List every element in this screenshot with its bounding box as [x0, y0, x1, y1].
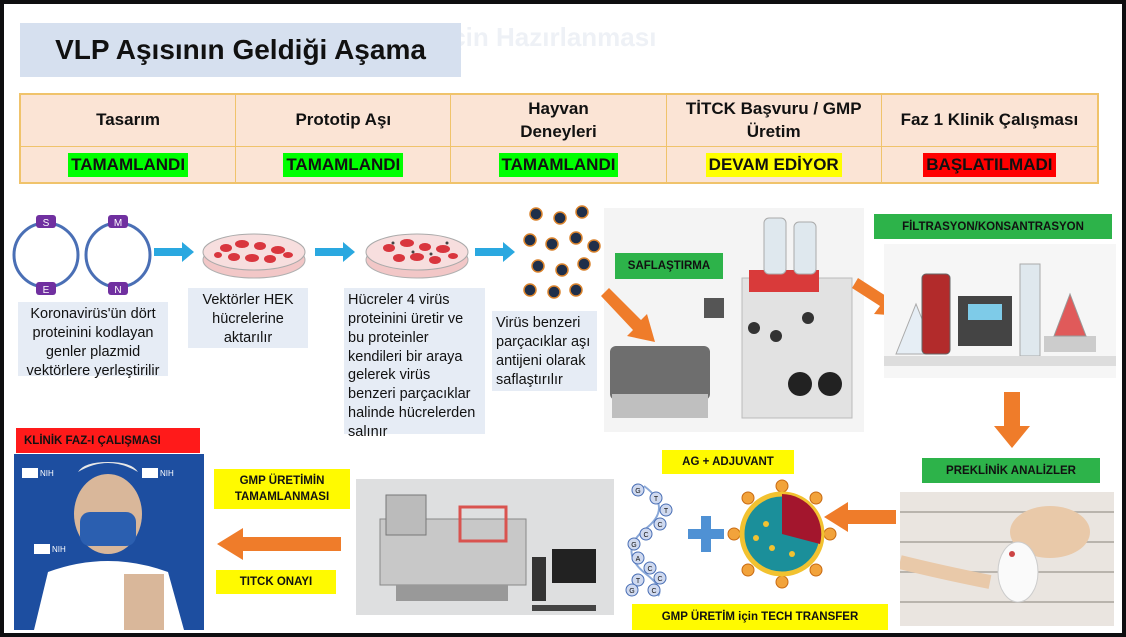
gene-m-label: M: [114, 218, 122, 229]
dna-base-label: T: [654, 496, 659, 503]
gene-s-label: S: [43, 218, 50, 229]
gene-m-box: [108, 215, 128, 228]
stage-header-animal: Hayvan Deneyleri: [451, 95, 667, 147]
arrow-left-icon: [217, 528, 341, 560]
gmp-complete-label: GMP ÜRETİMİN TAMAMLANMASI: [214, 469, 350, 509]
release-step-text: Hücreler 4 virüs proteinini üretir ve bu…: [344, 288, 485, 440]
status-badge: TAMAMLANDI: [498, 152, 619, 177]
nih-logo-text: NIH: [52, 545, 66, 554]
dna-strand-icon: G T T C C G A C C T G C: [625, 483, 673, 597]
saflastirma-label: SAFLAŞTIRMA: [615, 253, 723, 279]
status-badge: TAMAMLANDI: [283, 152, 404, 177]
nih-logo-text: NIH: [160, 469, 174, 478]
preclinical-mouse-image: [900, 492, 1114, 626]
plasmid-ring-2: [84, 221, 152, 289]
filtration-system-image: [884, 244, 1116, 378]
titck-label: TITCK ONAYI: [216, 570, 336, 594]
klinik-label: KLİNİK FAZ-I ÇALIŞMASI: [16, 428, 200, 453]
vaccination-photo-icon: NIH NIH NIH: [22, 462, 184, 630]
plus-icon: [688, 516, 724, 552]
stage-status-cell: TAMAMLANDI: [236, 147, 452, 182]
stage-status-cell: TAMAMLANDI: [21, 147, 237, 182]
dna-base-label: G: [635, 488, 640, 495]
stage-header-animal-label: Hayvan Deneyleri: [520, 98, 597, 141]
plasmid-step-text: Koronavirüs'ün dört proteinini kodlayan …: [18, 302, 168, 379]
dna-base-label: T: [636, 578, 641, 585]
arrow-left-icon: [824, 502, 896, 532]
petri-dish-hek-icon: [202, 233, 306, 279]
status-badge: TAMAMLANDI: [68, 152, 189, 177]
stage-status-cell: TAMAMLANDI: [451, 147, 667, 182]
adjuvant-particle-icon: [727, 479, 837, 589]
arrow-down-icon: [994, 392, 1030, 448]
stage-header-prototype: Prototip Aşı: [236, 95, 452, 147]
dna-base-label: A: [636, 556, 641, 563]
lab-mouse-icon: [900, 506, 1114, 603]
plasmid-ring-1: [12, 221, 80, 289]
stage-status-cell: BAŞLATILMADI: [881, 147, 1097, 182]
vlp-particles-icon: [523, 205, 601, 299]
dna-base-label: C: [657, 576, 662, 583]
stage-status-table: Tasarım Prototip Aşı Hayvan Deneyleri Tİ…: [19, 93, 1099, 184]
dna-base-label: T: [664, 508, 669, 515]
arrow-right-icon: [315, 242, 355, 262]
gene-s-box: [36, 215, 56, 228]
dna-base-label: C: [643, 532, 648, 539]
slide: için Hazırlanması VLP Aşısının Geldiği A…: [4, 4, 1122, 633]
slide-title-box: VLP Aşısının Geldiği Aşama: [20, 23, 461, 77]
dna-base-label: C: [657, 522, 662, 529]
gene-n-label: N: [114, 285, 121, 296]
dna-base-label: G: [631, 542, 636, 549]
gene-e-label: E: [43, 285, 50, 296]
petri-dish-vlp-icon: [365, 233, 469, 279]
ag-adjuvant-label: AG + ADJUVANT: [662, 450, 794, 474]
stage-header-titck: TİTCK Başvuru / GMP Üretim: [666, 95, 882, 147]
arrow-right-icon: [154, 242, 194, 262]
plasmid-diagram: S E M N: [12, 215, 152, 296]
filtration-equipment-icon: [884, 263, 1116, 366]
stage-header-titck-label: TİTCK Başvuru / GMP Üretim: [685, 98, 862, 141]
gene-n-box: [108, 282, 128, 295]
nih-logo-text: NIH: [40, 469, 54, 478]
tech-transfer-label: GMP ÜRETİM için TECH TRANSFER: [632, 604, 888, 630]
slide-title: VLP Aşısının Geldiği Aşama: [55, 34, 426, 65]
background-title-ghost: için Hazırlanması: [444, 22, 657, 52]
status-badge: DEVAM EDİYOR: [705, 152, 842, 177]
stage-header-phase1: Faz 1 Klinik Çalışması: [881, 95, 1097, 147]
filtrasyon-label: FİLTRASYON/KONSANTRASYON: [874, 214, 1112, 239]
gmp-production-image: [356, 479, 614, 615]
fill-finish-machine-icon: [379, 494, 596, 611]
stage-status-cell: DEVAM EDİYOR: [666, 147, 882, 182]
purify-step-text: Virüs benzeri parçacıklar aşı antijeni o…: [492, 311, 597, 391]
clinical-trial-image: NIH NIH NIH: [14, 454, 204, 630]
dna-base-label: C: [647, 566, 652, 573]
hek-step-text: Vektörler HEK hücrelerine aktarılır: [188, 288, 308, 348]
chromatography-system-icon: [610, 217, 853, 419]
dna-base-label: G: [629, 588, 634, 595]
gene-e-box: [36, 282, 56, 295]
arrow-right-icon: [475, 242, 515, 262]
arrow-down-right-icon: [601, 288, 655, 342]
preklinik-label: PREKLİNİK ANALİZLER: [922, 458, 1100, 483]
dna-base-label: C: [651, 588, 656, 595]
stage-header-design: Tasarım: [21, 95, 237, 147]
status-badge: BAŞLATILMADI: [923, 152, 1056, 177]
gmp-complete-text: GMP ÜRETİMİN TAMAMLANMASI: [234, 474, 330, 503]
